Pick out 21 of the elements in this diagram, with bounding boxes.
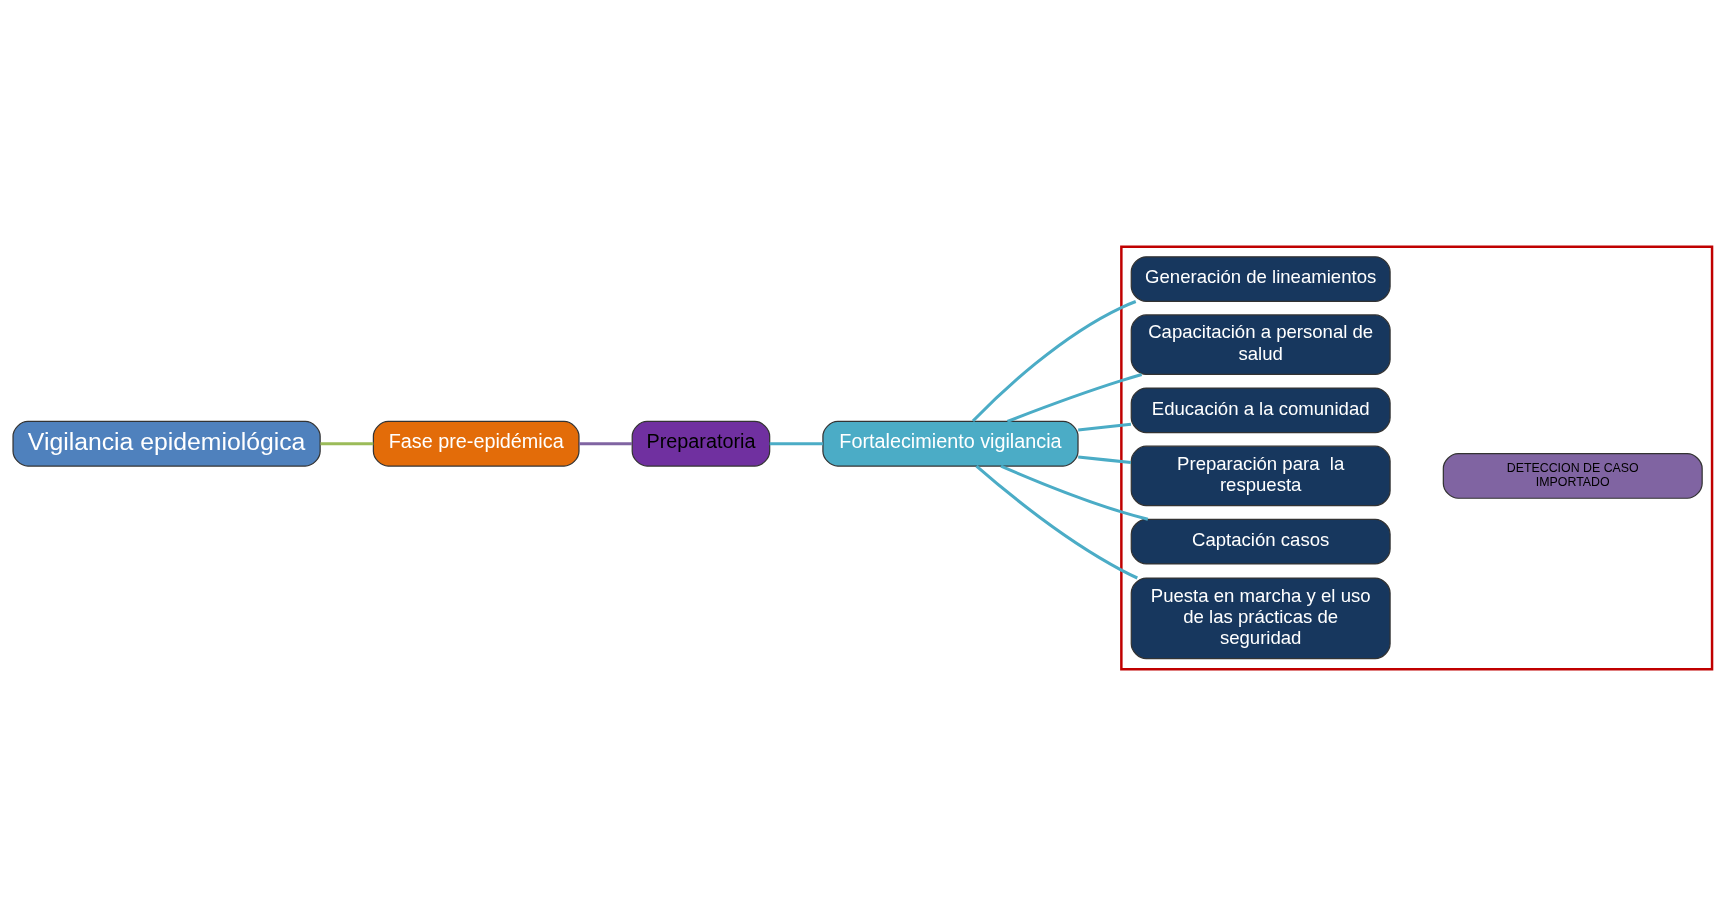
connector [1000,464,1149,521]
connector [1078,454,1132,464]
connector [320,441,374,445]
connector [975,464,1138,579]
cluster [1120,245,1714,670]
node-box: Educación a la comunidad [1130,386,1391,433]
node-box: Generación de lineamientos [1130,255,1391,302]
connector [769,441,823,445]
node-box: Fortalecimiento vigilancia [822,420,1079,467]
connector [1006,372,1143,423]
node-box: Fase pre-epidémica [372,420,580,467]
connector [1078,422,1132,432]
node-box: Preparación para la respuesta [1130,445,1391,506]
connector [971,299,1137,422]
node-box: Preparatoria [631,420,771,467]
node-box: Captación casos [1130,518,1391,564]
node-box: Puesta en marcha y el uso de las prácticas de seguridad [1130,577,1391,659]
node-box: DETECCION DE CASO IMPORTADO [1442,452,1703,499]
node-box: Vigilancia epidemiológica [12,420,321,467]
node-box: Capacitación a personal de salud [1130,313,1391,375]
connector [579,441,633,445]
